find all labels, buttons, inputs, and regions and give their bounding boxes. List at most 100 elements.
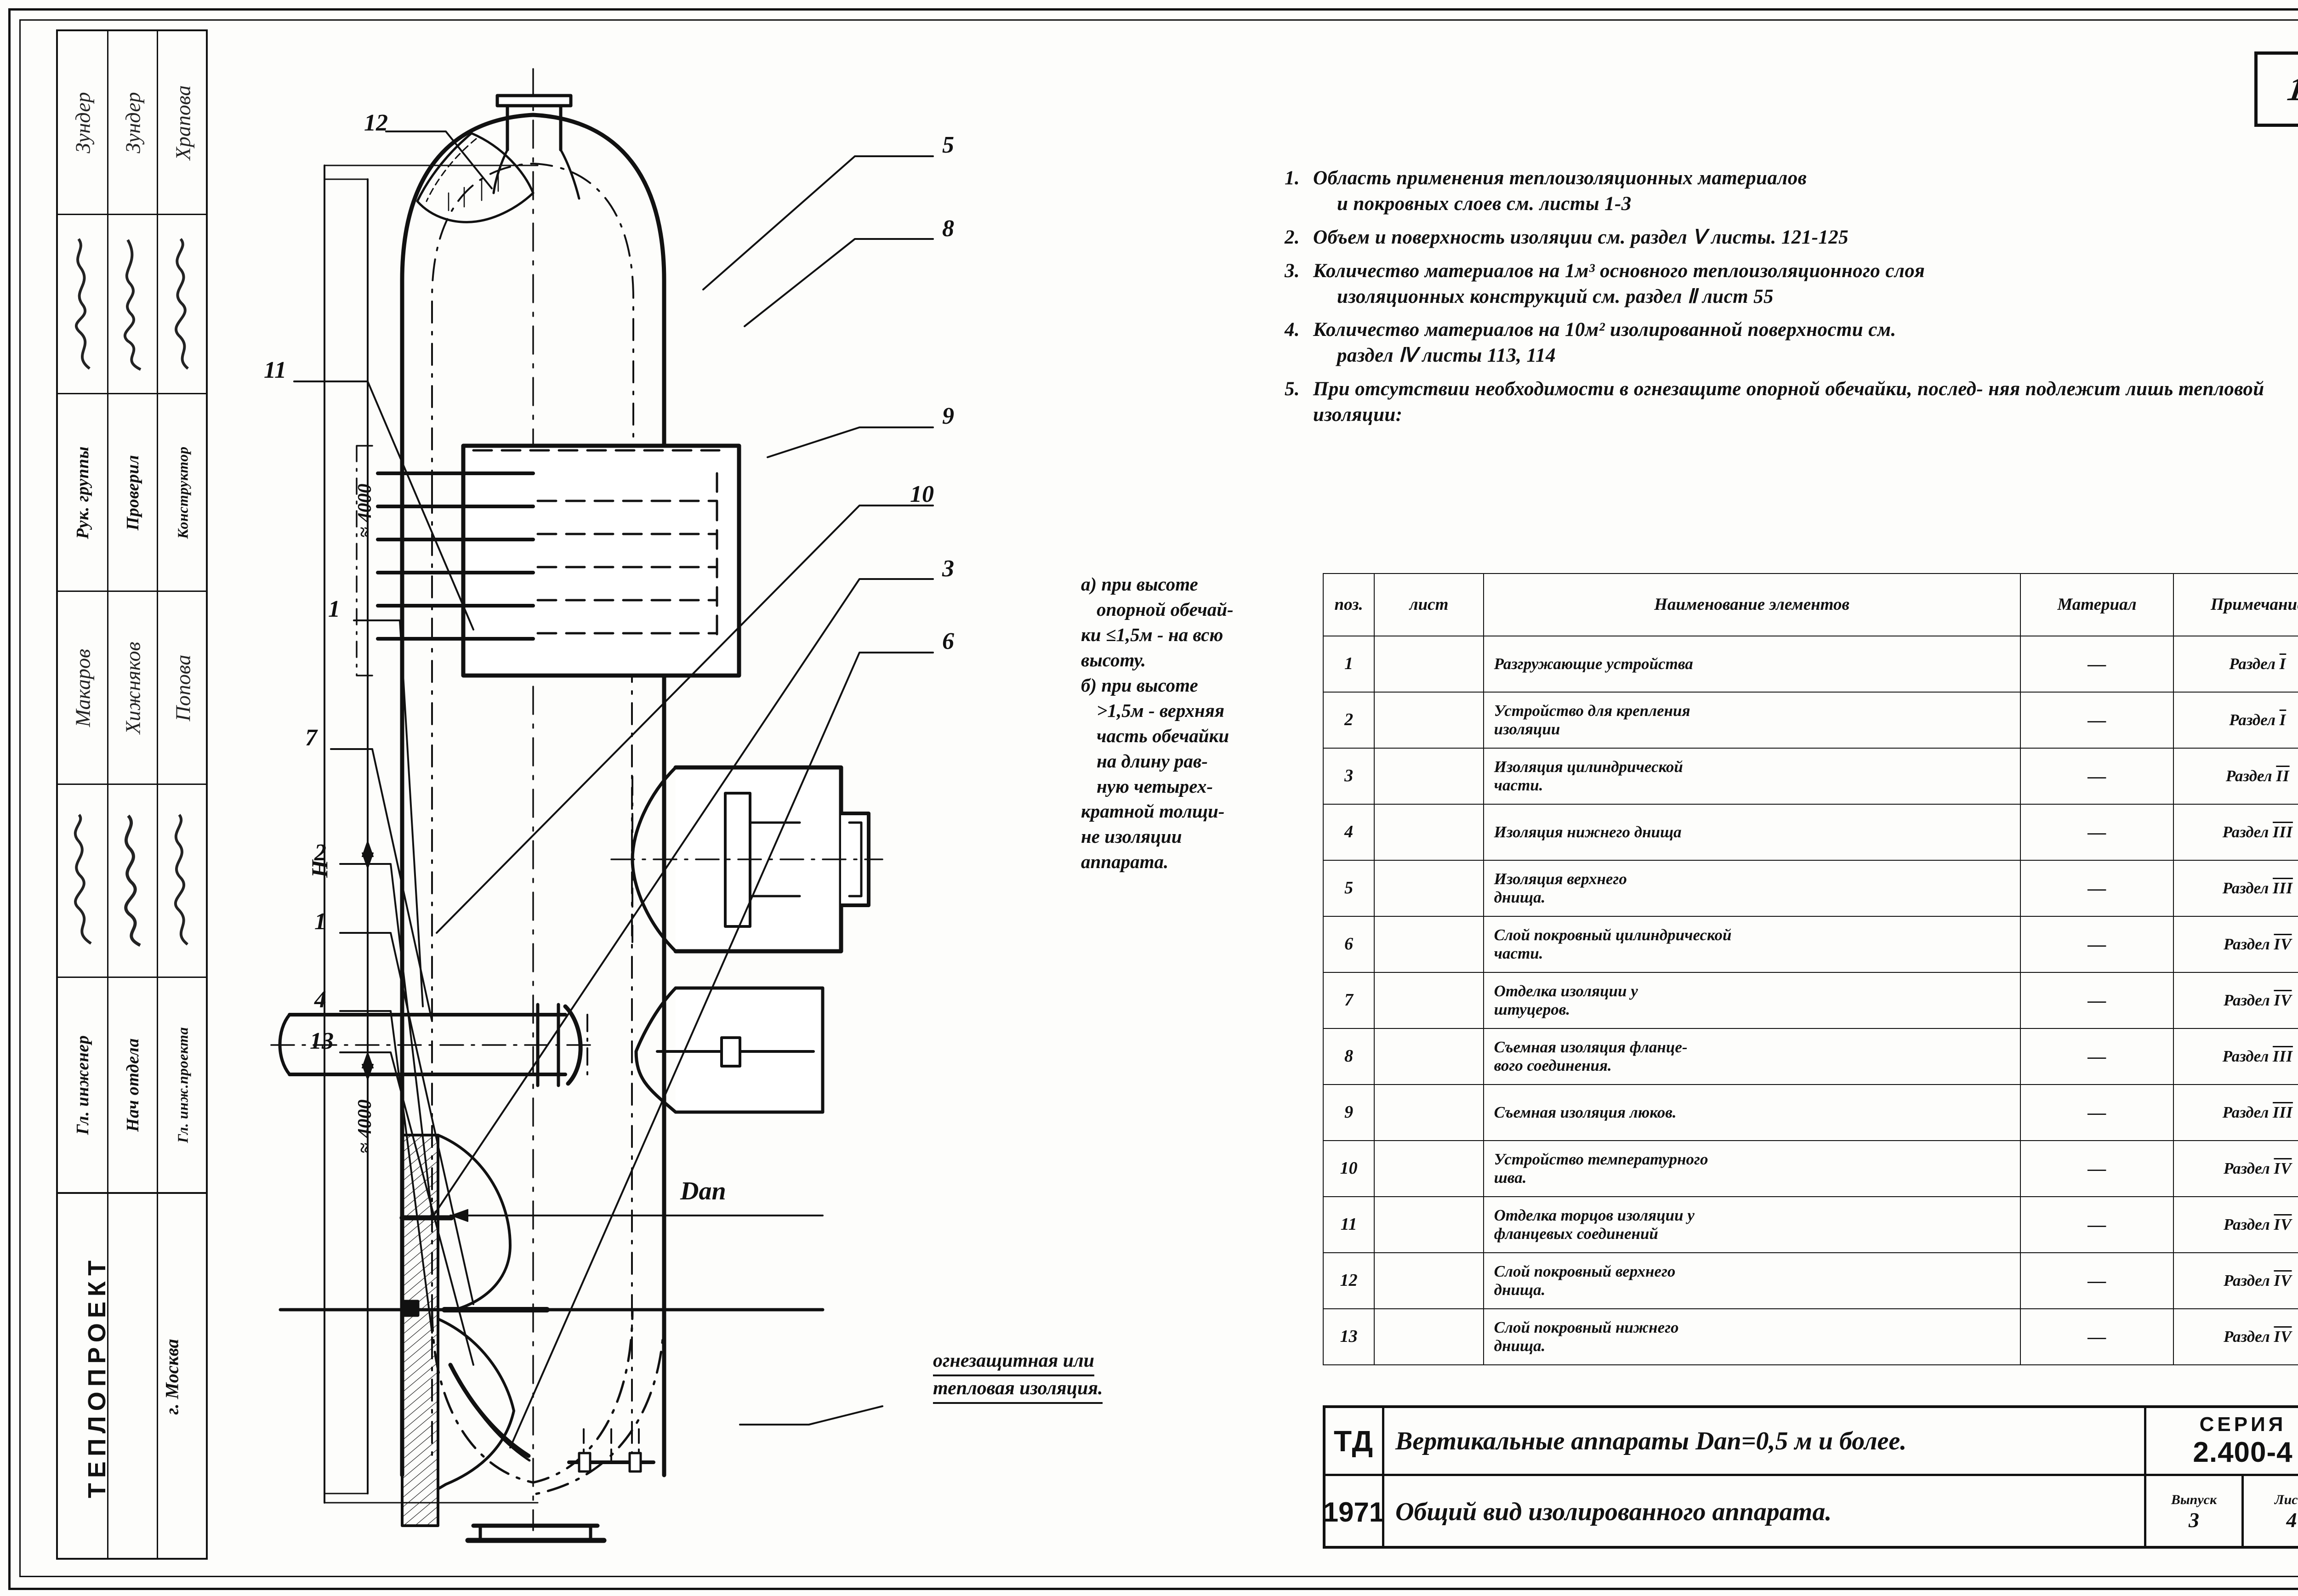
elements-table: поз. лист Наименование элементов Материа… <box>1322 573 2298 1365</box>
cell-sheet <box>1374 972 1484 1029</box>
remark-section-number: IV <box>2274 1327 2292 1346</box>
note-line: Количество материалов на 10м² изолирован… <box>1313 319 1896 341</box>
stamp-series-label: СЕРИЯ <box>2199 1413 2287 1436</box>
title-block-row-signatures-top <box>58 215 208 394</box>
dim-bottom-label: ≈ 4000 <box>354 1099 375 1153</box>
note-number: 2. <box>1285 226 1300 248</box>
callout-5: 5 <box>942 132 954 158</box>
stamp-issue-label: Выпуск <box>2171 1492 2217 1507</box>
cell-remark: Раздел I <box>2173 636 2298 693</box>
note-item: 4. Количество материалов на 10м² изолиро… <box>1285 317 2298 369</box>
cell-name-line: фланцевых соединений <box>1494 1225 1658 1243</box>
remark-word: Раздел <box>2229 654 2275 673</box>
role-label-ruk-gruppy: Рук. группы <box>73 446 92 539</box>
cell-name-line: вого соединения. <box>1494 1056 1612 1074</box>
cell-remark: Раздел I <box>2173 692 2298 749</box>
remark-section-number: III <box>2273 879 2293 897</box>
signature-scribble-5 <box>124 814 141 947</box>
remark-section-number: I <box>2279 654 2287 673</box>
cell-pos: 3 <box>1322 748 1375 805</box>
cell-pos: 11 <box>1322 1196 1375 1253</box>
cell-remark: Раздел III <box>2173 860 2298 917</box>
cell-sheet <box>1374 1140 1484 1197</box>
remark-section-number: III <box>2273 1103 2293 1121</box>
remark-word: Раздел <box>2225 767 2272 785</box>
cell-name-line: Отделка изоляции у <box>1494 982 1638 1000</box>
cell-pos: 9 <box>1322 1084 1375 1141</box>
sheet-frame-outer <box>8 8 2298 1590</box>
title-block-row-signatures-b <box>58 785 208 978</box>
remark-section-number: III <box>2273 823 2293 841</box>
cell-material: — <box>2019 1028 2174 1085</box>
note-item: 2. Объем и поверхность изоляции см. разд… <box>1285 225 2298 250</box>
th-sheet: лист <box>1374 573 1484 636</box>
role-label-gl-inzhener: Гл. инженер <box>73 1035 92 1135</box>
note-number: 3. <box>1285 260 1300 282</box>
cell-sheet <box>1374 1084 1484 1141</box>
stamp-issue-value: 3 <box>2189 1508 2199 1532</box>
remark-word: Раздел <box>2224 1159 2270 1177</box>
cell-material: — <box>2019 692 2174 749</box>
remark-section-number: IV <box>2274 1159 2292 1177</box>
cell-name-line: Изоляция нижнего днища <box>1494 823 1682 841</box>
remark-section-number: IV <box>2274 1271 2292 1289</box>
signature-scribble-6 <box>174 813 188 945</box>
remark-word: Раздел <box>2224 1271 2270 1289</box>
cell-sheet <box>1374 1252 1484 1309</box>
note-line: Количество материалов на 1м³ основного т… <box>1313 260 1925 282</box>
remark-word: Раздел <box>2222 1103 2269 1121</box>
vessel-drawing: 12 5 8 11 9 10 3 6 1 7 2 1 4 13 ≈ 4000 ≈… <box>216 41 1301 1558</box>
note-line: няя подлежит лишь тепловой изоляции: <box>1313 378 2264 426</box>
cell-name-line: Устройство для крепления <box>1494 701 1690 720</box>
title-block-row-roles-a: Рук. группы Проверил Конструктор <box>58 394 208 592</box>
cell-remark: Раздел IV <box>2173 916 2298 973</box>
organization-city: г. Москва <box>161 1339 182 1415</box>
support-note-line: >1,5м - верхняя <box>1097 699 1225 721</box>
cell-material: — <box>2019 860 2174 917</box>
cell-remark: Раздел III <box>2173 1028 2298 1085</box>
cell-pos: 10 <box>1322 1140 1375 1197</box>
support-note-line: опорной обечай- <box>1097 598 1234 620</box>
dim-top-label: ≈ 4000 <box>354 483 375 538</box>
support-note-line: ную четырех- <box>1097 775 1213 797</box>
remark-word: Раздел <box>2222 1047 2269 1065</box>
cell-name-line: Съемная изоляция люков. <box>1494 1103 1677 1121</box>
cell-name-line: части. <box>1494 944 1543 962</box>
remark-word: Раздел <box>2224 1215 2270 1233</box>
cell-remark: Раздел IV <box>2173 972 2298 1029</box>
callout-9: 9 <box>942 403 954 429</box>
organization-name: ТЕПЛОПРОЕКТ <box>83 1255 111 1499</box>
cell-sheet <box>1374 636 1484 693</box>
left-title-block: Зундер Зундер Храпова <box>56 29 208 1560</box>
cell-name-line: Устройство температурного <box>1494 1150 1708 1168</box>
cell-name-line: днища. <box>1494 888 1546 906</box>
cell-name-line: Съемная изоляция фланце- <box>1494 1038 1688 1056</box>
sheet-frame-inner <box>19 19 2298 1577</box>
cell-name-line: днища. <box>1494 1337 1546 1355</box>
cell-material: — <box>2019 636 2174 693</box>
cell-name: Съемная изоляция фланце-вого соединения. <box>1483 1028 2021 1085</box>
note-number: 1. <box>1285 167 1300 189</box>
cell-material: — <box>2019 804 2174 861</box>
support-note-line: не изоляции <box>1081 826 1182 847</box>
cell-sheet <box>1374 692 1484 749</box>
support-note-line: а) при высоте <box>1081 574 1198 595</box>
note-line: При отсутствии необходимости в огнезащит… <box>1313 378 1984 400</box>
cell-name-line: Слой покровный верхнего <box>1494 1262 1676 1280</box>
remark-word: Раздел <box>2224 991 2270 1009</box>
callout-6: 6 <box>942 628 954 654</box>
remark-word: Раздел <box>2224 935 2270 953</box>
cell-name: Съемная изоляция люков. <box>1483 1084 2021 1141</box>
cell-sheet <box>1374 916 1484 973</box>
cell-remark: Раздел IV <box>2173 1252 2298 1309</box>
support-note-line: на длину рав- <box>1097 750 1208 772</box>
title-block-row-roles-c: Гл. инженер Нач отдела Гл. инж.проекта <box>58 978 208 1194</box>
callout-2: 2 <box>314 840 326 866</box>
title-block-row-names-top: Зундер Зундер Храпова <box>58 31 208 215</box>
cell-pos: 6 <box>1322 916 1375 973</box>
